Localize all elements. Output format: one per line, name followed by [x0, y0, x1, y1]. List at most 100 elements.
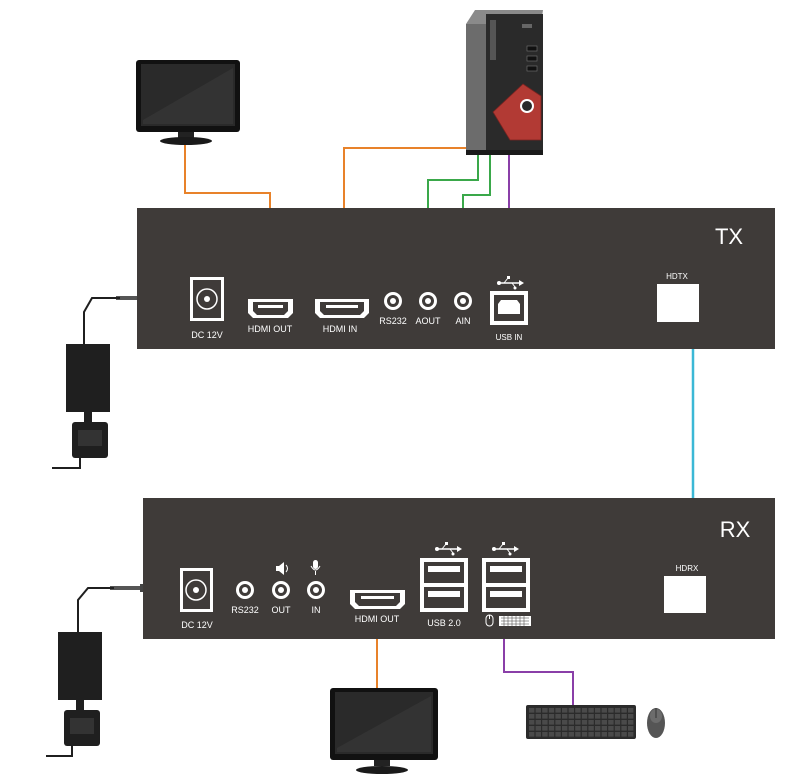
- keyboard-key: [542, 732, 548, 737]
- keyboard-key: [542, 708, 548, 713]
- keyboard-key: [621, 708, 627, 713]
- keyboard-key: [588, 714, 594, 719]
- keyboard-key: [581, 708, 588, 713]
- keyboard-key: [628, 720, 634, 725]
- keyboard-key: [548, 726, 555, 731]
- rx-dc-jack: [180, 568, 213, 612]
- tx-usb-in-port: [490, 291, 528, 325]
- keyboard-key: [542, 714, 548, 719]
- tx-hdmi-out-port: [248, 299, 293, 318]
- keyboard-key: [608, 732, 614, 737]
- microphone-icon: [310, 560, 321, 575]
- mouse: [647, 708, 665, 738]
- rx-in-port: [307, 581, 325, 599]
- mouse-icon: [485, 614, 494, 627]
- keyboard-key: [601, 708, 607, 713]
- rx-hdmi-out-port: [350, 590, 405, 609]
- keyboard-key: [581, 714, 588, 719]
- rx-hdrx-label: HDRX: [676, 564, 699, 573]
- tx-panel: TX DC 12V HDMI OUT HDMI IN RS: [137, 208, 775, 349]
- tx-dc-label: DC 12V: [191, 330, 223, 340]
- keyboard-key: [614, 714, 621, 719]
- keyboard-key: [595, 726, 601, 731]
- rx-title: RX: [720, 517, 751, 542]
- keyboard-key: [529, 714, 535, 719]
- keyboard-key: [568, 732, 574, 737]
- keyboard-key: [621, 720, 627, 725]
- rx-rs232-label: RS232: [231, 605, 259, 615]
- tx-usb-in-label: USB IN: [496, 333, 523, 342]
- keyboard-key: [581, 720, 588, 725]
- keyboard-key: [601, 732, 607, 737]
- tx-aout-label: AOUT: [415, 316, 441, 326]
- keyboard-key: [621, 732, 627, 737]
- tx-usb-icon: [497, 276, 524, 290]
- keyboard-key: [568, 714, 574, 719]
- keyboard-key: [581, 732, 588, 737]
- rx-usb-cable: [503, 618, 574, 705]
- tx-hdmi-in-label: HDMI IN: [323, 324, 358, 334]
- tx-rs232-port: [384, 292, 402, 310]
- keyboard-key: [529, 720, 535, 725]
- tx-rs232-label: RS232: [379, 316, 407, 326]
- keyboard-key: [588, 708, 594, 713]
- keyboard-key: [614, 726, 621, 731]
- rx-in-label: IN: [312, 605, 321, 615]
- rx-usb-label: USB 2.0: [427, 618, 461, 628]
- keyboard-key: [601, 720, 607, 725]
- keyboard-key: [555, 720, 561, 725]
- keyboard-key: [575, 720, 581, 725]
- rx-usb-hid-port: [482, 558, 530, 612]
- tx-hdmi-out-label: HDMI OUT: [248, 324, 293, 334]
- tx-hdtx-label: HDTX: [666, 272, 688, 281]
- keyboard-key: [628, 726, 634, 731]
- keyboard-key: [535, 708, 541, 713]
- tx-hdtx-port: [657, 284, 699, 322]
- keyboard-icon: [499, 616, 531, 626]
- keyboard-key: [535, 714, 541, 719]
- keyboard-key: [621, 726, 627, 731]
- keyboard-key: [614, 708, 621, 713]
- tx-ain-label: AIN: [455, 316, 470, 326]
- keyboard-key: [595, 714, 601, 719]
- keyboard-key: [608, 714, 614, 719]
- rx-dc-label: DC 12V: [181, 620, 213, 630]
- keyboard-key: [529, 726, 535, 731]
- tx-title: TX: [715, 224, 743, 249]
- rx-usb2-port: [420, 558, 468, 612]
- tx-monitor: [136, 60, 240, 145]
- keyboard-key: [555, 726, 561, 731]
- keyboard-key: [535, 720, 541, 725]
- keyboard-key: [575, 732, 581, 737]
- keyboard-key: [555, 714, 561, 719]
- keyboard-key: [562, 732, 568, 737]
- rx-monitor: [330, 688, 438, 774]
- rx-usb-icon-left: [435, 542, 462, 556]
- keyboard-key: [568, 720, 574, 725]
- rx-out-label: OUT: [272, 605, 292, 615]
- keyboard-key: [621, 714, 627, 719]
- keyboard-key: [588, 732, 594, 737]
- keyboard-key: [628, 714, 634, 719]
- keyboard-key: [575, 714, 581, 719]
- keyboard-key: [529, 732, 535, 737]
- tx-aout-port: [419, 292, 437, 310]
- keyboard: [526, 705, 636, 739]
- keyboard-key: [529, 708, 535, 713]
- keyboard-key: [568, 726, 574, 731]
- keyboard-key: [548, 720, 555, 725]
- tx-hdmi-in-port: [315, 299, 369, 318]
- keyboard-key: [542, 720, 548, 725]
- keyboard-key: [588, 726, 594, 731]
- keyboard-key: [562, 714, 568, 719]
- keyboard-key: [568, 708, 574, 713]
- keyboard-key: [595, 708, 601, 713]
- keyboard-key: [548, 714, 555, 719]
- keyboard-key: [555, 732, 561, 737]
- keyboard-key: [608, 720, 614, 725]
- keyboard-key: [562, 726, 568, 731]
- tx-ain-port: [454, 292, 472, 310]
- rx-panel: RX DC 12V RS232 OUT: [143, 498, 775, 639]
- keyboard-key: [581, 726, 588, 731]
